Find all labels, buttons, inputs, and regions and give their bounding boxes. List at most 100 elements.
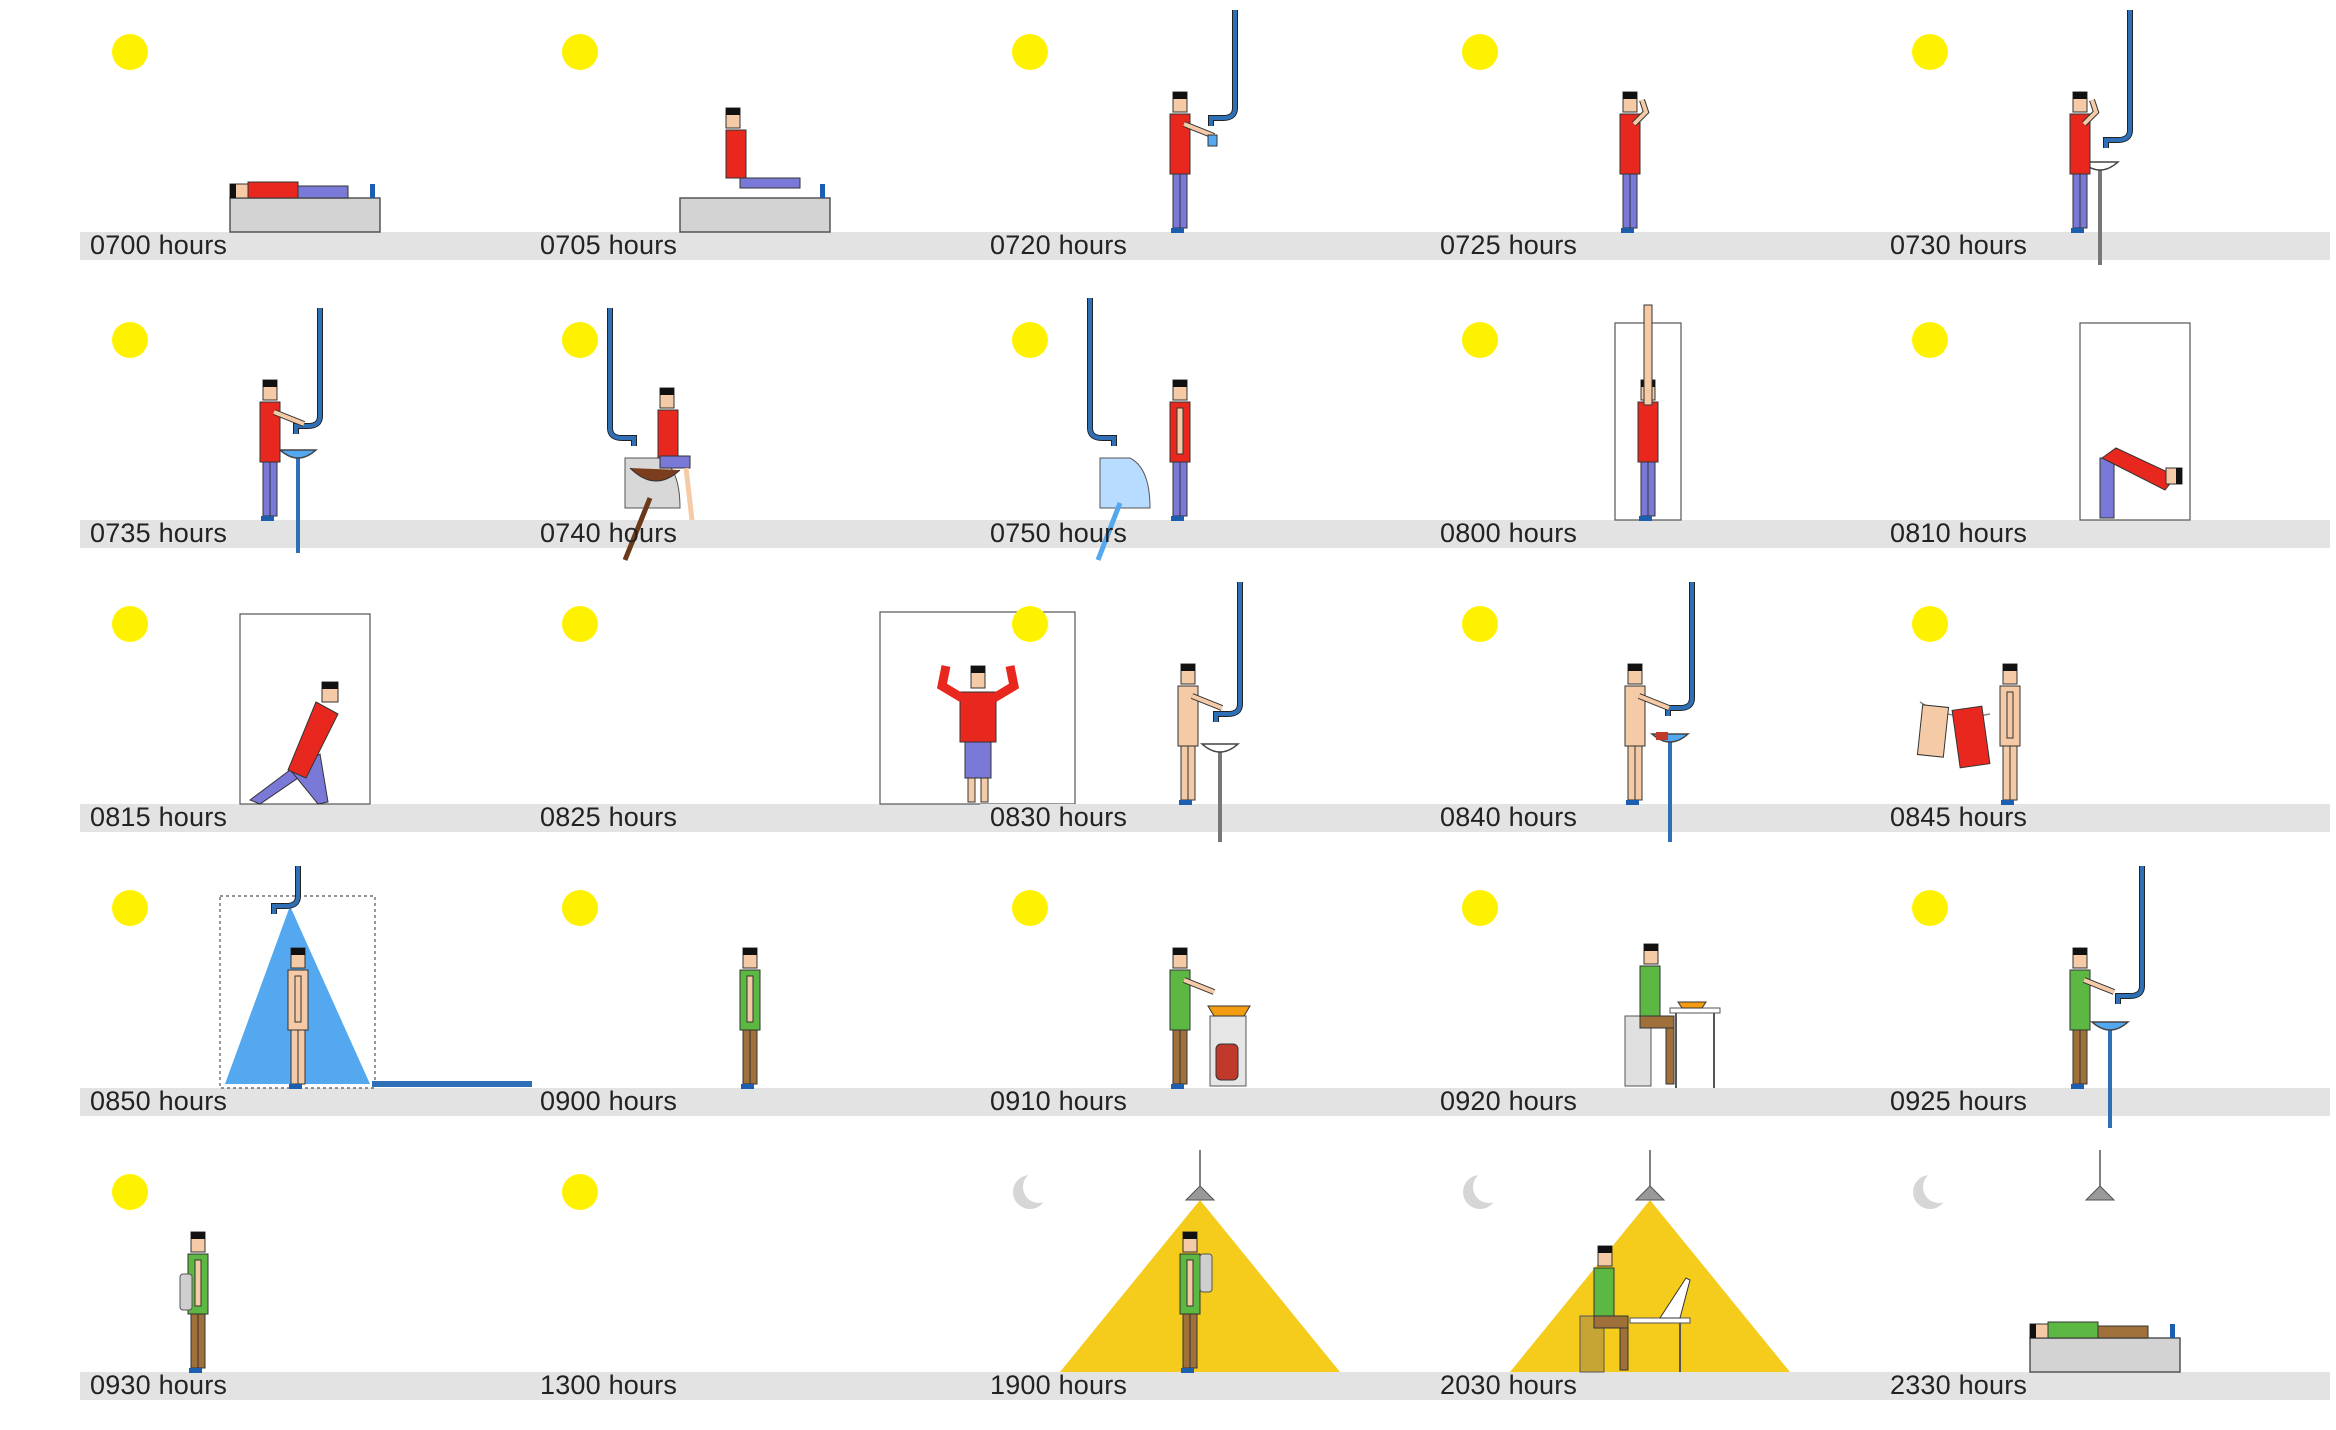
activity-panel: 0900 hours (530, 866, 990, 1146)
water-pipe (271, 866, 301, 914)
person (259, 379, 306, 521)
activity-illustration (562, 606, 1076, 805)
activity-illustration (112, 34, 381, 233)
sun-icon (1912, 606, 1948, 642)
activity-illustration (562, 1174, 598, 1210)
floor-strip (80, 232, 530, 260)
room-outline (239, 613, 371, 805)
activity-illustration (1912, 866, 2145, 1128)
light-cone (1510, 1200, 1790, 1372)
activity-panel: 0810 hours (1880, 298, 2336, 578)
drain-water (372, 1081, 532, 1087)
time-label: 0800 hours (1440, 518, 1578, 548)
activity-illustration (112, 308, 323, 553)
activity-illustration (1912, 606, 2021, 805)
time-label: 0740 hours (540, 518, 678, 548)
sun-icon (1462, 890, 1498, 926)
time-label: 0825 hours (540, 802, 678, 832)
time-label: 0750 hours (990, 518, 1128, 548)
activity-illustration (1462, 890, 1721, 1088)
floor-strip (1430, 520, 1880, 548)
bed (2029, 1324, 2181, 1373)
moon-icon (1463, 1171, 1505, 1209)
floor-strip (80, 804, 530, 832)
activity-illustration (1462, 582, 1695, 842)
activity-panel: 0750 hours (980, 298, 1440, 578)
floor-strip (1880, 804, 2330, 832)
time-label: 0850 hours (90, 1086, 228, 1116)
person (1169, 379, 1191, 521)
time-label: 0930 hours (90, 1370, 228, 1400)
activity-illustration (112, 1174, 209, 1373)
toilet (1095, 457, 1151, 561)
person (1593, 1245, 1629, 1371)
clothes (1656, 732, 1668, 740)
backpack (1199, 1253, 1213, 1293)
activity-panel: 0925 hours (1880, 866, 2336, 1146)
person (1169, 91, 1216, 233)
sun-icon (112, 322, 148, 358)
water-pipe (2103, 10, 2133, 148)
activity-illustration (1012, 10, 1238, 233)
ceiling-lamp (1510, 1150, 1790, 1372)
backpack (179, 1273, 193, 1311)
activity-panel: 0730 hours (1880, 10, 2336, 290)
person (2069, 91, 2100, 233)
sun-icon (1012, 890, 1048, 926)
floor-strip (530, 232, 980, 260)
floor-strip (530, 1372, 980, 1400)
laptop (1659, 1277, 1691, 1319)
sun-icon (562, 34, 598, 70)
sink (1200, 743, 1240, 842)
toilet (622, 457, 681, 561)
sun-icon (1012, 322, 1048, 358)
sun-icon (1462, 34, 1498, 70)
floor-strip (80, 520, 530, 548)
time-label: 2330 hours (1890, 1370, 2028, 1400)
floor-strip (1880, 520, 2330, 548)
room-outline (2079, 322, 2191, 521)
floor-strip (1430, 804, 1880, 832)
floor-strip (80, 1088, 530, 1116)
clothes (1951, 705, 1991, 769)
floor-strip (1880, 1088, 2330, 1116)
activity-panel: 1900 hours (980, 1150, 1440, 1430)
sun-icon (112, 890, 148, 926)
person (2029, 1321, 2149, 1339)
bed (229, 184, 381, 233)
time-label: 0845 hours (1890, 802, 2028, 832)
floor-strip (1430, 1088, 1880, 1116)
activity-panel: 0700 hours (80, 10, 540, 290)
sun-icon (1462, 322, 1498, 358)
time-label: 0900 hours (540, 1086, 678, 1116)
activity-panel: 0845 hours (1880, 582, 2336, 862)
person (725, 107, 801, 189)
time-label: 0840 hours (1440, 802, 1578, 832)
clothes (1916, 704, 1950, 758)
person (1179, 1231, 1201, 1373)
bed (679, 184, 831, 233)
person (248, 681, 339, 805)
person (1637, 304, 1659, 521)
water-pipe (2115, 866, 2145, 1004)
activity-illustration (1013, 1150, 1340, 1373)
sun-icon (112, 34, 148, 70)
moon-icon (1913, 1171, 1955, 1209)
activity-panel: 0735 hours (80, 298, 540, 578)
activity-illustration (112, 606, 371, 805)
time-label: 0925 hours (1890, 1086, 2028, 1116)
time-label: 0910 hours (990, 1086, 1128, 1116)
time-label: 1300 hours (540, 1370, 678, 1400)
activity-illustration (112, 866, 532, 1089)
activity-panel: 2030 hours (1430, 1150, 1890, 1430)
water-pipe (1087, 298, 1117, 446)
sink (1650, 733, 1690, 842)
sink (2090, 1021, 2130, 1128)
sun-icon (1912, 322, 1948, 358)
ceiling-lamp (2084, 1150, 2116, 1201)
activity-panel: 0840 hours (1430, 582, 1890, 862)
floor-strip (980, 520, 1430, 548)
activity-panel: 0930 hours (80, 1150, 540, 1430)
person (229, 181, 349, 199)
